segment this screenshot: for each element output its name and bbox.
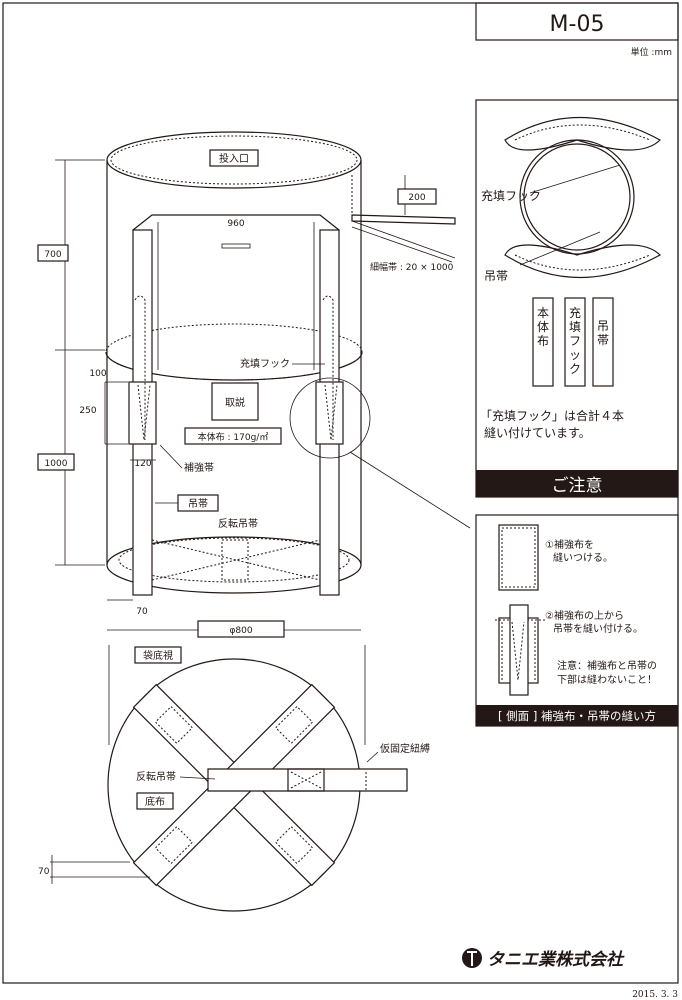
unit-label: 単位 :mm [631,46,672,58]
legend-body-fabric: 本体布 [537,306,549,348]
dim-960: 960 [227,219,244,229]
step1-line2: 縫いつける。 [553,551,613,564]
bottom-view [50,645,408,912]
company-name: タニエ業株式会社 [487,950,625,970]
hook-panel-filling-hook-label: 充填フック [481,188,541,203]
legend-sling: 吊帯 [597,319,609,347]
diameter-label: φ800 [229,626,252,636]
dim-200: 200 [408,193,425,203]
drawing-date: 2015. 3. 3 [632,990,678,1000]
reverse-sling-label: 反転吊帯 [218,517,258,530]
model-number: M-05 [550,12,605,37]
sling-label: 吊帯 [188,497,208,510]
hook-panel-sling-label: 吊帯 [484,269,508,283]
sewing-panel-footer: [ 側面 ] 補強布・吊帯の縫い方 [498,709,656,723]
title-box [475,2,679,41]
bottom-reverse-sling-label: 反転吊帯 [136,770,176,783]
dim-1000: 1000 [45,459,68,469]
bottom-dim-70: 70 [38,867,50,877]
dim-120: 120 [134,459,151,469]
step2-line2: 吊帯を縫い付ける。 [553,622,643,635]
temp-tie-label: 仮固定紐縛 [380,742,430,755]
hook-note-line2: 縫い付けています。 [484,425,591,440]
step2-line1: ②補強布の上から [545,609,624,622]
caution-heading: ご注意 [552,476,603,496]
body-fabric-label: 本体布 : 170g/㎡ [198,431,269,443]
dim-70: 70 [136,607,148,617]
reinforce-band-label: 補強帯 [184,461,214,474]
inlet-label: 投入口 [219,152,249,165]
filling-hook-label: 充填フック [240,357,290,370]
legend-filling-hook: 充填フック [569,305,581,376]
hook-note-line1: 「充填フック」は合計４本 [480,408,624,423]
front-view [37,131,471,638]
narrow-band-label: 細幅帯 : 20 × 1000 [370,261,454,273]
sewing-panel [475,514,679,727]
dim-700: 700 [44,250,61,260]
bottom-view-title: 袋底視 [143,649,173,662]
company-logo [462,948,482,968]
warning-line2: 下部は縫わないこと！ [557,673,657,686]
hook-panel [475,99,679,498]
dim-250: 250 [79,406,96,416]
dim-100: 100 [89,369,106,379]
warning-line1: 注意：補強布と吊帯の [557,659,657,672]
manual-label: 取説 [225,396,245,409]
bottom-fabric-label: 底布 [145,795,165,808]
step1-line1: ①補強布を [545,538,594,551]
